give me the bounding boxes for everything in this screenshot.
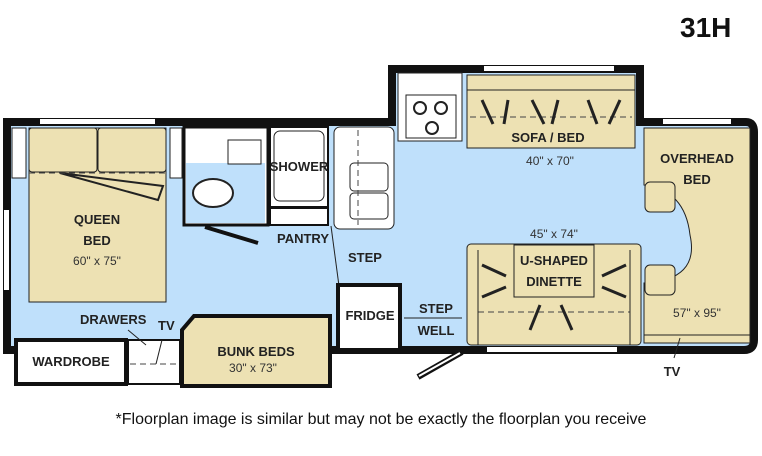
queen-bed-label: QUEEN <box>74 212 120 227</box>
overhead-bed-size: 57" x 95" <box>673 306 721 320</box>
window <box>4 210 9 290</box>
fridge <box>336 283 402 352</box>
step-label: STEP <box>348 250 382 265</box>
bunk-beds <box>180 314 332 388</box>
window <box>484 66 614 71</box>
window <box>40 119 155 124</box>
queen-bed-label: BED <box>83 233 110 248</box>
tv-rear-label: TV <box>158 318 175 333</box>
drawers <box>127 339 181 385</box>
drawers-label: DRAWERS <box>80 312 147 327</box>
fridge-label: FRIDGE <box>345 308 394 323</box>
u-shaped-dinette <box>466 243 642 346</box>
window <box>663 119 731 124</box>
step-well-label: STEP <box>419 301 453 316</box>
stove <box>397 72 463 142</box>
wardrobe <box>14 338 128 386</box>
overhead-bed-label: BED <box>683 172 710 187</box>
shower-label: SHOWER <box>270 159 329 174</box>
dinette-size: 45" x 74" <box>530 227 578 241</box>
overhead-bed-label: OVERHEAD <box>660 151 734 166</box>
model-title: 31H <box>680 12 731 43</box>
bunk-beds-size: 30" x 73" <box>229 361 277 375</box>
dinette-label: DINETTE <box>526 274 582 289</box>
queen-bed <box>11 127 183 303</box>
sofa-bed-size: 40" x 70" <box>526 154 574 168</box>
dinette-label: U-SHAPED <box>520 253 588 268</box>
toilet-icon <box>192 178 234 208</box>
bathroom <box>182 125 329 245</box>
pantry-label: PANTRY <box>277 231 329 246</box>
sofa-bed-label: SOFA / BED <box>511 130 584 145</box>
bathroom-door <box>204 225 259 245</box>
step-well-label: WELL <box>418 323 455 338</box>
disclaimer: *Floorplan image is similar but may not … <box>116 411 647 428</box>
overhead-bed <box>643 127 751 344</box>
sofa-bed <box>466 74 636 149</box>
queen-bed-size: 60" x 75" <box>73 254 121 268</box>
kitchen-sink <box>333 126 395 230</box>
window <box>487 347 617 352</box>
wardrobe-label: WARDROBE <box>32 354 110 369</box>
tv-front-label: TV <box>664 364 681 379</box>
bunk-beds-label: BUNK BEDS <box>217 344 295 359</box>
